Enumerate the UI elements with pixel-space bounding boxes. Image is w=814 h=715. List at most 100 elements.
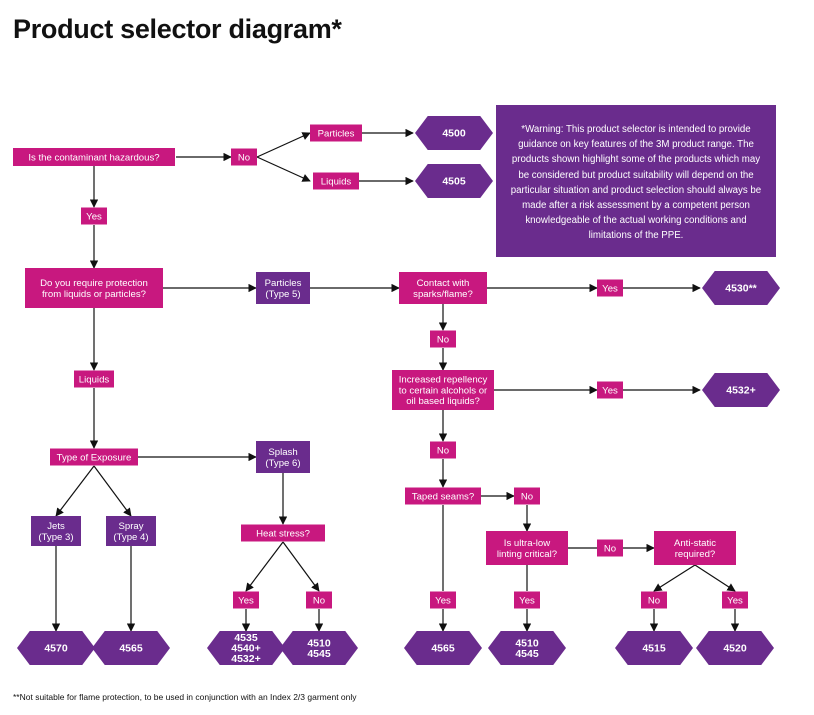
node-yes-taped: Yes: [430, 591, 456, 609]
node-label: linting critical?: [497, 549, 557, 560]
node-p4565a: 4565: [92, 631, 170, 665]
node-particles1: Particles: [310, 124, 362, 142]
connector-25: [653, 564, 696, 592]
node-label: No: [648, 595, 660, 606]
node-q-taped: Taped seams?: [405, 487, 481, 505]
node-label: Splash: [268, 447, 297, 458]
node-p4570: 4570: [17, 631, 95, 665]
node-label: Particles: [318, 128, 355, 139]
node-label: 4530**: [725, 283, 757, 295]
node-label: Heat stress?: [256, 528, 310, 539]
node-no-antistatic: No: [641, 591, 667, 609]
connector-33: [93, 465, 132, 517]
connector-2: [256, 156, 311, 182]
node-yes-antistatic: Yes: [722, 591, 748, 609]
node-label: Do you require protection: [40, 278, 148, 289]
node-label: 4505: [442, 176, 466, 188]
node-p4505: 4505: [415, 164, 493, 198]
node-label: Contact with: [417, 278, 470, 289]
node-label: Increased repellency: [399, 375, 488, 386]
node-label: (Type 6): [265, 458, 300, 469]
node-yes1: Yes: [81, 207, 107, 225]
page-title: Product selector diagram*: [13, 14, 342, 44]
node-label: (Type 4): [113, 532, 148, 543]
node-p4530: 4530**: [702, 271, 780, 305]
node-label: (Type 3): [38, 532, 73, 543]
connector-26: [694, 564, 736, 592]
node-label: No: [521, 491, 533, 502]
node-label: Yes: [435, 595, 451, 606]
node-yes-heat: Yes: [233, 591, 259, 609]
node-label: 4545: [515, 648, 539, 660]
node-label: No: [604, 543, 616, 554]
node-label: 4540+: [231, 643, 261, 655]
node-label: 4545: [307, 648, 331, 660]
node-label: No: [313, 595, 325, 606]
node-yes-repellency: Yes: [597, 381, 623, 399]
node-label: 4565: [119, 643, 143, 655]
node-p4520: 4520: [696, 631, 774, 665]
node-liquids2: Liquids: [74, 370, 114, 388]
connector-35: [245, 541, 284, 592]
node-label: required?: [675, 549, 716, 560]
node-particles-t5: Particles(Type 5): [256, 272, 310, 304]
node-spray-t4: Spray(Type 4): [106, 516, 156, 546]
node-q-heat: Heat stress?: [241, 524, 325, 542]
node-no1: No: [231, 148, 257, 166]
node-label: sparks/flame?: [413, 289, 473, 300]
node-no-taped: No: [514, 487, 540, 505]
node-label: 4510: [515, 637, 539, 649]
connector-36: [282, 541, 320, 592]
node-label: Taped seams?: [412, 491, 474, 502]
node-no-repellency: No: [430, 441, 456, 459]
node-label: Liquids: [79, 374, 110, 385]
node-label: 4565: [431, 643, 455, 655]
node-label: Yes: [519, 595, 535, 606]
node-no-heat: No: [306, 591, 332, 609]
node-p4532: 4532+: [702, 373, 780, 407]
node-label: to certain alcohols or: [399, 385, 488, 396]
node-label: Type of Exposure: [57, 452, 132, 463]
node-jets-t3: Jets(Type 3): [31, 516, 81, 546]
node-label: Jets: [47, 521, 65, 532]
node-label: 4535: [234, 632, 258, 644]
node-label: 4532+: [231, 653, 261, 665]
node-label: Particles: [265, 278, 302, 289]
node-label: 4515: [642, 643, 666, 655]
node-label: 4532+: [726, 385, 756, 397]
node-splash-t6: Splash(Type 6): [256, 441, 310, 473]
node-label: (Type 5): [265, 289, 300, 300]
node-liquids1: Liquids: [313, 172, 359, 190]
node-label: Yes: [86, 211, 102, 222]
node-p4515: 4515: [615, 631, 693, 665]
connector-1: [256, 132, 311, 158]
node-q-exposure: Type of Exposure: [50, 448, 138, 466]
node-p4500: 4500: [415, 116, 493, 150]
node-label: No: [437, 334, 449, 345]
node-label: 4510: [307, 637, 331, 649]
footnote: **Not suitable for flame protection, to …: [13, 692, 357, 702]
warning-box: *Warning: This product selector is inten…: [496, 105, 776, 257]
node-label: Yes: [602, 385, 618, 396]
node-label: from liquids or particles?: [42, 289, 146, 300]
connector-32: [55, 465, 95, 517]
node-label: Liquids: [321, 176, 352, 187]
node-label: No: [437, 445, 449, 456]
node-no-linting: No: [597, 539, 623, 557]
node-label: Anti-static: [674, 538, 716, 549]
node-no-sparks: No: [430, 330, 456, 348]
node-label: oil based liquids?: [406, 396, 480, 407]
node-q-hazardous: Is the contaminant hazardous?: [13, 148, 175, 166]
node-label: 4520: [723, 643, 747, 655]
node-label: Yes: [238, 595, 254, 606]
node-label: 4500: [442, 128, 466, 140]
